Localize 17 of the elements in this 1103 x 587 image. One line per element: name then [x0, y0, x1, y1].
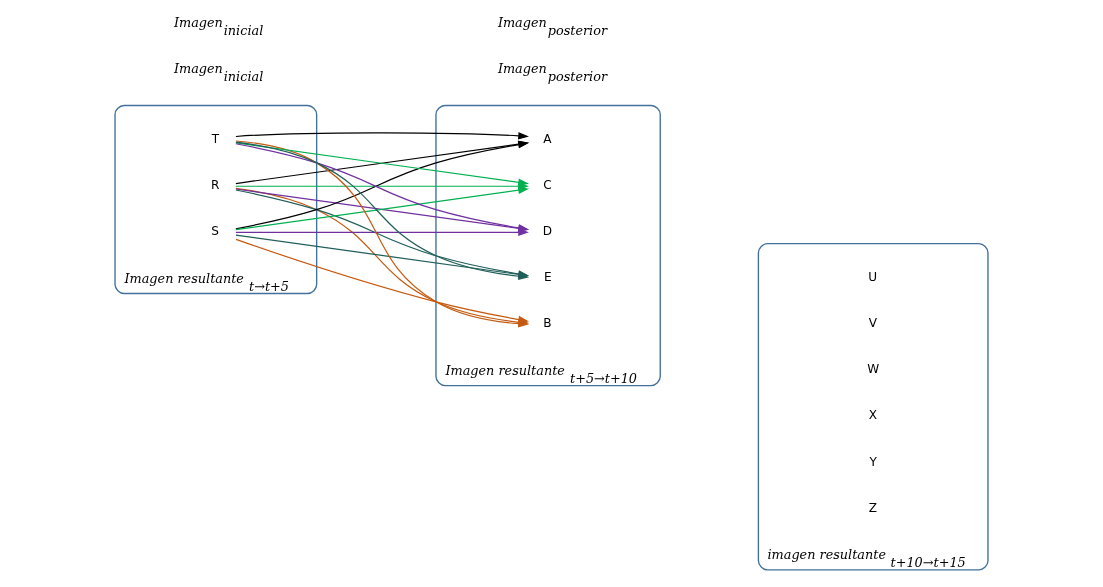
node-text: Z	[868, 500, 877, 515]
cluster	[435, 104, 661, 387]
node-text: E	[543, 270, 552, 285]
node-text: R	[210, 178, 220, 193]
node-text: Y	[869, 454, 877, 469]
node-text: A	[543, 132, 552, 147]
node-text: V	[868, 316, 877, 331]
node-text: T	[211, 132, 220, 147]
node-text: S	[211, 224, 219, 239]
node-text: D	[542, 224, 553, 239]
node-text: X	[868, 408, 877, 423]
node-text: W	[867, 362, 880, 377]
node-text: C	[543, 178, 552, 193]
cluster	[114, 104, 318, 295]
arrow	[235, 132, 529, 140]
node-text: U	[868, 270, 878, 285]
node-text: B	[543, 316, 552, 331]
